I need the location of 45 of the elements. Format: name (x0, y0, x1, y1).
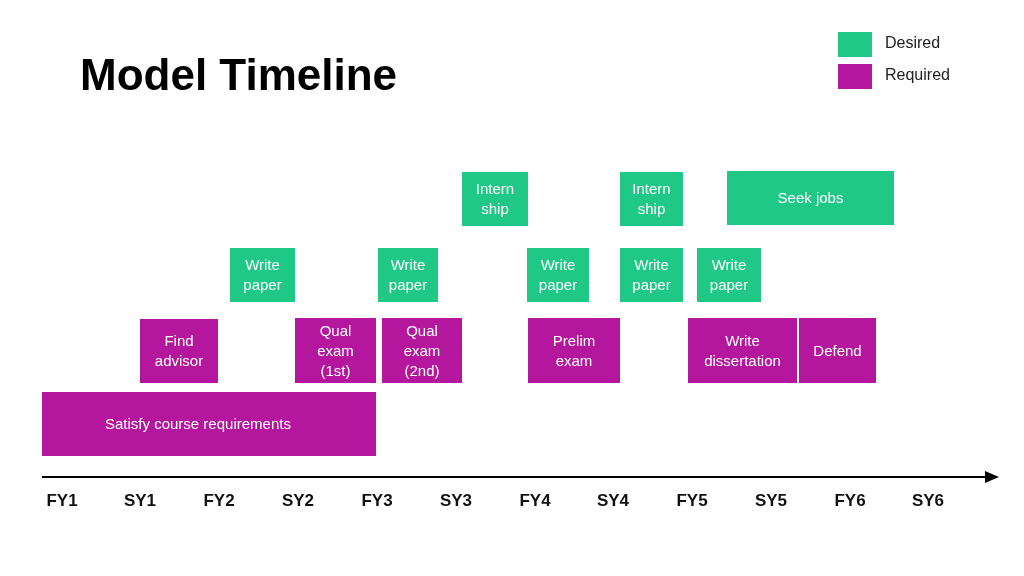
timeline-block (620, 172, 683, 226)
block-label: Write paper (387, 255, 429, 295)
block-label: Write paper (708, 255, 750, 295)
axis-tick-label: FY1 (45, 491, 79, 511)
timeline-block (230, 248, 295, 302)
axis-tick-label: SY3 (438, 491, 474, 511)
timeline-block (688, 318, 797, 383)
legend-label: Desired (885, 34, 941, 52)
title: Model Timeline (80, 50, 398, 100)
block-label: Write paper (631, 255, 672, 295)
axis-tick-label: SY5 (753, 491, 789, 511)
axis-tick-label: SY1 (122, 491, 158, 511)
timeline-block (42, 392, 376, 456)
timeline-block (697, 248, 761, 302)
block-label: Satisfy course requirements (105, 414, 291, 434)
timeline-block (620, 248, 683, 302)
axis-tick-label: SY2 (280, 491, 316, 511)
block-label: Intern ship (631, 179, 672, 219)
timeline-block (727, 171, 894, 225)
block-label: Seek jobs (777, 188, 844, 208)
block-label: Find advisor (153, 331, 205, 371)
timeline-block (462, 172, 528, 226)
timeline-block (378, 248, 438, 302)
axis-tick-label: FY5 (675, 491, 709, 511)
axis-tick-label: SY4 (595, 491, 631, 511)
timeline-block (528, 318, 620, 383)
timeline-block (295, 318, 376, 383)
axis-tick-label: FY6 (833, 491, 867, 511)
block-label: Write paper (242, 255, 283, 295)
timeline-block (527, 248, 589, 302)
legend-label: Required (885, 66, 950, 84)
axis-tick-label: SY6 (910, 491, 946, 511)
block-label: Write paper (537, 255, 579, 295)
block-label: Write dissertation (703, 330, 782, 371)
axis-tick-label: FY4 (518, 491, 552, 511)
timeline-block (140, 319, 218, 383)
block-label: Qual exam (2nd) (402, 320, 442, 381)
block-label: Intern ship (474, 179, 516, 219)
axis-tick-label: FY2 (202, 491, 236, 511)
block-label: Defend (813, 340, 862, 361)
timeline-block (799, 318, 876, 383)
axis-tick-label: FY3 (360, 491, 394, 511)
block-label: Prelim exam (551, 330, 597, 371)
timeline-block (382, 318, 462, 383)
block-label: Qual exam (1st) (316, 320, 355, 381)
